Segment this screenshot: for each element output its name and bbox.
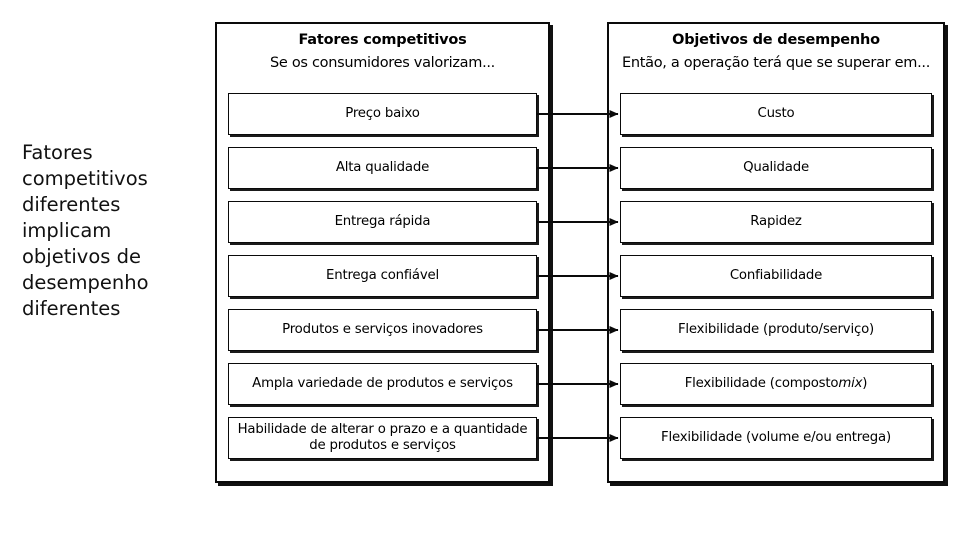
left-factor-box-6: Ampla variedade de produtos e serviços (228, 363, 537, 405)
right-objective-box-6: Flexibilidade (composto mix) (620, 363, 932, 405)
right-objective-box-4: Confiabilidade (620, 255, 932, 297)
left-factor-box-1: Preço baixo (228, 93, 537, 135)
left-panel-subtitle: Se os consumidores valorizam... (269, 55, 495, 71)
right-objective-box-2: Qualidade (620, 147, 932, 189)
right-objective-box-3: Rapidez (620, 201, 932, 243)
left-factor-box-5: Produtos e serviços inovadores (228, 309, 537, 351)
left-factor-box-3: Entrega rápida (228, 201, 537, 243)
left-factor-box-7: Habilidade de alterar o prazo e a quanti… (228, 417, 537, 459)
panel-performance-objectives: Objetivos de desempenho Então, a operaçã… (607, 22, 945, 483)
right-panel-subtitle: Então, a operação terá que se superar em… (621, 55, 931, 71)
right-panel-title: Objetivos de desempenho (672, 32, 880, 48)
right-objective-box-1: Custo (620, 93, 932, 135)
left-factor-box-4: Entrega confiável (228, 255, 537, 297)
figure-caption: Fatores competitivos diferentes implicam… (22, 141, 149, 320)
left-panel-title: Fatores competitivos (298, 32, 467, 48)
panel-competitive-factors: Fatores competitivos Se os consumidores … (215, 22, 550, 483)
right-objective-box-5: Flexibilidade (produto/serviço) (620, 309, 932, 351)
right-objective-box-7: Flexibilidade (volume e/ou entrega) (620, 417, 932, 459)
left-factor-box-2: Alta qualidade (228, 147, 537, 189)
